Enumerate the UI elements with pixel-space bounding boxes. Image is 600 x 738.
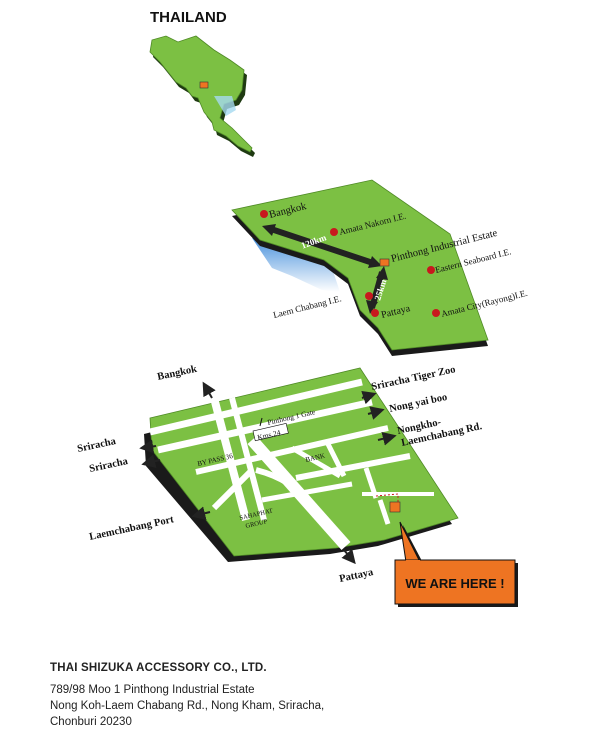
group-label-2: GROUP [245,518,268,530]
local-map: Pinthong 1 Gate Kms.24 BY PASS 36 BANK S… [76,364,518,607]
direction-label-tiger-zoo: Sriracha Tiger Zoo [370,364,456,393]
city-dot-bangkok [260,210,268,218]
city-dot-laem-chabang [365,292,373,300]
thailand-shape [149,35,253,153]
direction-label-sriracha-2: Sriracha [88,456,129,475]
region-map: 120km 25km Bangkok Amata Nakorn I.E. Pin… [231,179,529,356]
direction-label-sriracha-1: Sriracha [76,436,117,455]
gulf-water [214,96,236,116]
pinthong-marker-icon [379,258,390,267]
we-are-here-callout: WE ARE HERE ! [394,521,518,607]
address-line-1: 789/98 Moo 1 Pinthong Industrial Estate [50,684,255,696]
callout-text: WE ARE HERE ! [405,576,504,591]
country-title: THAILAND [150,9,227,26]
company-marker-icon [389,501,401,513]
place-label-laem-chabang: Laem Chabang I.E. [272,293,342,320]
city-dot-eastern-seaboard [427,266,435,274]
city-dot-amata-nakorn [330,228,338,236]
address-line-3: Chonburi 20230 [50,716,132,728]
company-name: THAI SHIZUKA ACCESSORY CO., LTD. [50,662,267,674]
direction-label-bangkok: Bangkok [156,364,198,383]
city-dot-pattaya [371,309,379,317]
road-network [149,378,434,550]
location-marker-icon [199,81,209,89]
region-land [231,179,489,351]
direction-label-pattaya: Pattaya [338,567,375,585]
address-line-2: Nong Koh-Laem Chabang Rd., Nong Kham, Sr… [50,700,325,712]
sea-water [252,238,340,292]
city-dot-amata-city [432,309,440,317]
distance-arrow-bangkok [267,225,377,267]
thailand-map: THAILAND [149,9,255,157]
direction-label-nong-yai-boo: Nong yai boo [388,392,448,415]
direction-label-port: Laemchabang Port [88,514,175,543]
direction-arrows [139,381,397,565]
